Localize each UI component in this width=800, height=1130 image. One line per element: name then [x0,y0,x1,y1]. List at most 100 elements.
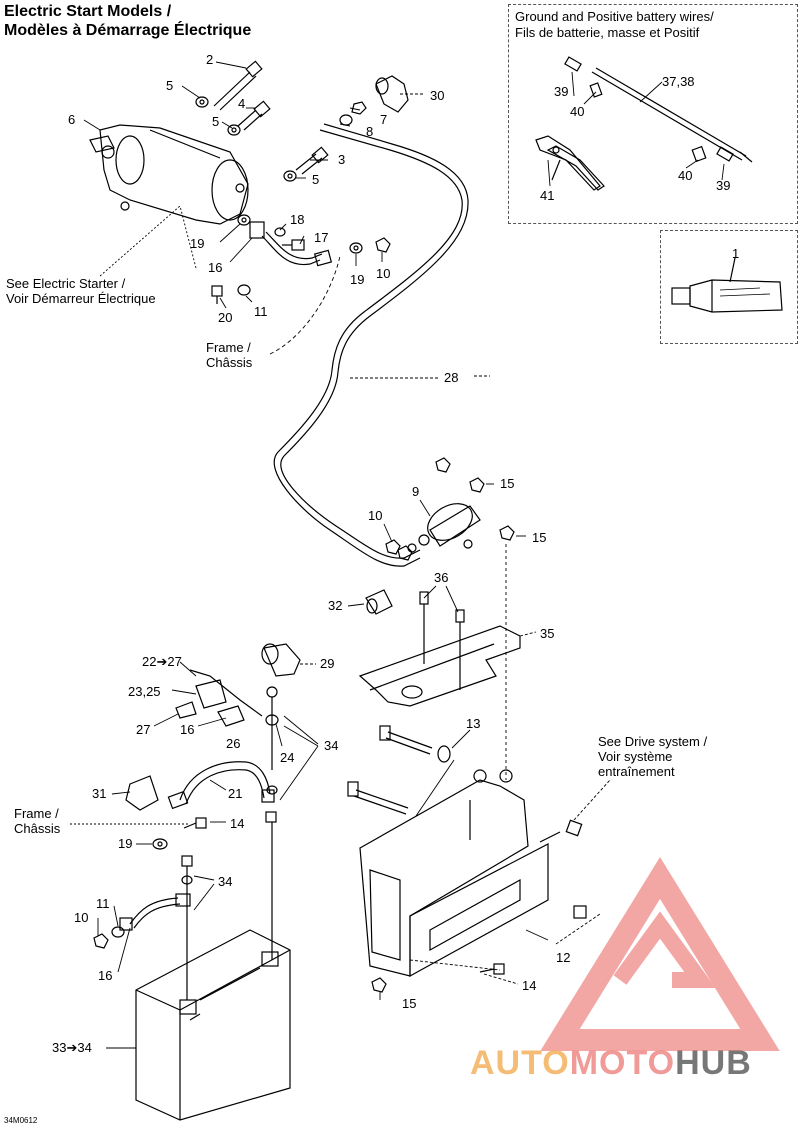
watermark-auto: AUTO [470,1044,570,1082]
callout-17: 17 [314,230,329,245]
bracket-35 [358,625,521,707]
callout-8: 8 [366,124,374,139]
callout-19c: 19 [118,836,133,851]
sealant-tube-1 [671,257,783,313]
battery-wires-inset: Ground and Positive battery wires/ Fils … [508,4,798,224]
callout-11b: 11 [96,896,110,911]
callout-14a: 14 [230,816,245,831]
title-line-1: Electric Start Models / [4,3,172,20]
callout-41: 41 [540,188,555,203]
boot-29 [261,643,301,677]
starter-motor-6 [89,124,249,225]
callout-28: 28 [444,370,459,385]
callout-16b: 16 [98,968,113,983]
washer-5b [227,124,241,136]
boot-30 [375,75,409,113]
fuse-36b [455,609,465,690]
battery-33 [135,929,291,1121]
washer-11a [237,284,251,296]
callout-34b: 34 [218,874,233,889]
callout-13: 13 [466,716,481,731]
bolt-2 [213,60,263,111]
callout-5a: 5 [166,78,174,93]
see-drive-system-note: See Drive system / Voir système entraîne… [598,734,708,779]
callout-7: 7 [380,112,388,127]
callout-16c: 16 [180,722,195,737]
drive-bolt [539,819,583,843]
callout-10c: 10 [74,910,89,925]
callout-15c: 15 [402,996,417,1011]
nut-15d [371,977,387,993]
callout-21: 21 [228,786,243,801]
hardware-34-a [181,855,193,1000]
callout-36: 36 [434,570,449,585]
ground-cable-16 [119,893,191,931]
callout-2: 2 [206,52,214,67]
nut-10c [397,545,413,561]
battery-tray-12 [359,769,549,978]
frame-note-top: Frame / Châssis [206,340,253,370]
callout-30: 30 [430,88,445,103]
nut-15c [499,525,515,541]
fuse-36a [419,591,429,664]
battery-wires-inset-title: Ground and Positive battery wires/ Fils … [515,9,714,40]
washer-13 [437,745,451,763]
title-line-2: Modèles à Démarrage Électrique [4,22,252,39]
callout-5b: 5 [212,114,220,129]
diagram-title: Electric Start Models / Modèles à Démarr… [4,2,251,40]
washer-8 [339,114,353,126]
bolt-13 [379,725,433,755]
callout-24: 24 [280,750,295,765]
nut-15a [435,457,451,473]
bolt-17 [282,239,305,251]
callout-12: 12 [556,950,571,965]
callout-1: 1 [732,246,740,261]
washer-19b [349,242,363,254]
crimp-tool-41 [535,135,605,191]
callout-37-38: 37,38 [662,74,695,89]
callout-22-27: 22➔27 [142,654,182,669]
bolt-4 [237,100,271,131]
nut-10a [375,237,391,253]
bolt-20 [211,285,223,304]
washer-11b [111,926,125,938]
callout-3: 3 [338,152,346,167]
bolt-13b [347,781,409,815]
see-electric-starter-note: See Electric Starter / Voir Démarreur Él… [6,276,156,306]
callout-34a: 34 [324,738,339,753]
fuse-24 [265,686,279,770]
sealant-tube-inset [660,230,798,344]
nut-15b [469,477,485,493]
callout-10a: 10 [376,266,391,281]
tray-bolt [573,905,587,919]
callout-33-34: 33➔34 [52,1040,92,1055]
callout-11a: 11 [254,304,268,319]
callout-18: 18 [290,212,305,227]
diagram-code: 34M0612 [4,1116,38,1125]
callout-15b: 15 [532,530,547,545]
leader-lines [70,61,725,1049]
callout-31: 31 [92,786,107,801]
callout-14b: 14 [522,978,537,993]
watermark-logo-triangle [540,857,780,1051]
washer-19c [152,838,168,850]
callout-40a: 40 [570,104,585,119]
fuse-holder-23-25 [175,669,263,727]
callout-19a: 19 [190,236,205,251]
nut-7 [351,101,367,115]
washer-5a [195,96,209,108]
boot-32 [365,589,393,615]
bolt-3 [295,146,329,175]
washer-19a [237,214,251,226]
callout-5c: 5 [312,172,320,187]
callout-4: 4 [238,96,246,111]
callout-32: 32 [328,598,343,613]
callout-26: 26 [226,736,241,751]
boot-31 [125,775,159,811]
washer-18 [274,227,286,237]
callout-9: 9 [412,484,420,499]
frame-note-bottom: Frame / Châssis [14,806,61,836]
callout-23-25: 23,25 [128,684,161,699]
callout-27: 27 [136,722,151,737]
